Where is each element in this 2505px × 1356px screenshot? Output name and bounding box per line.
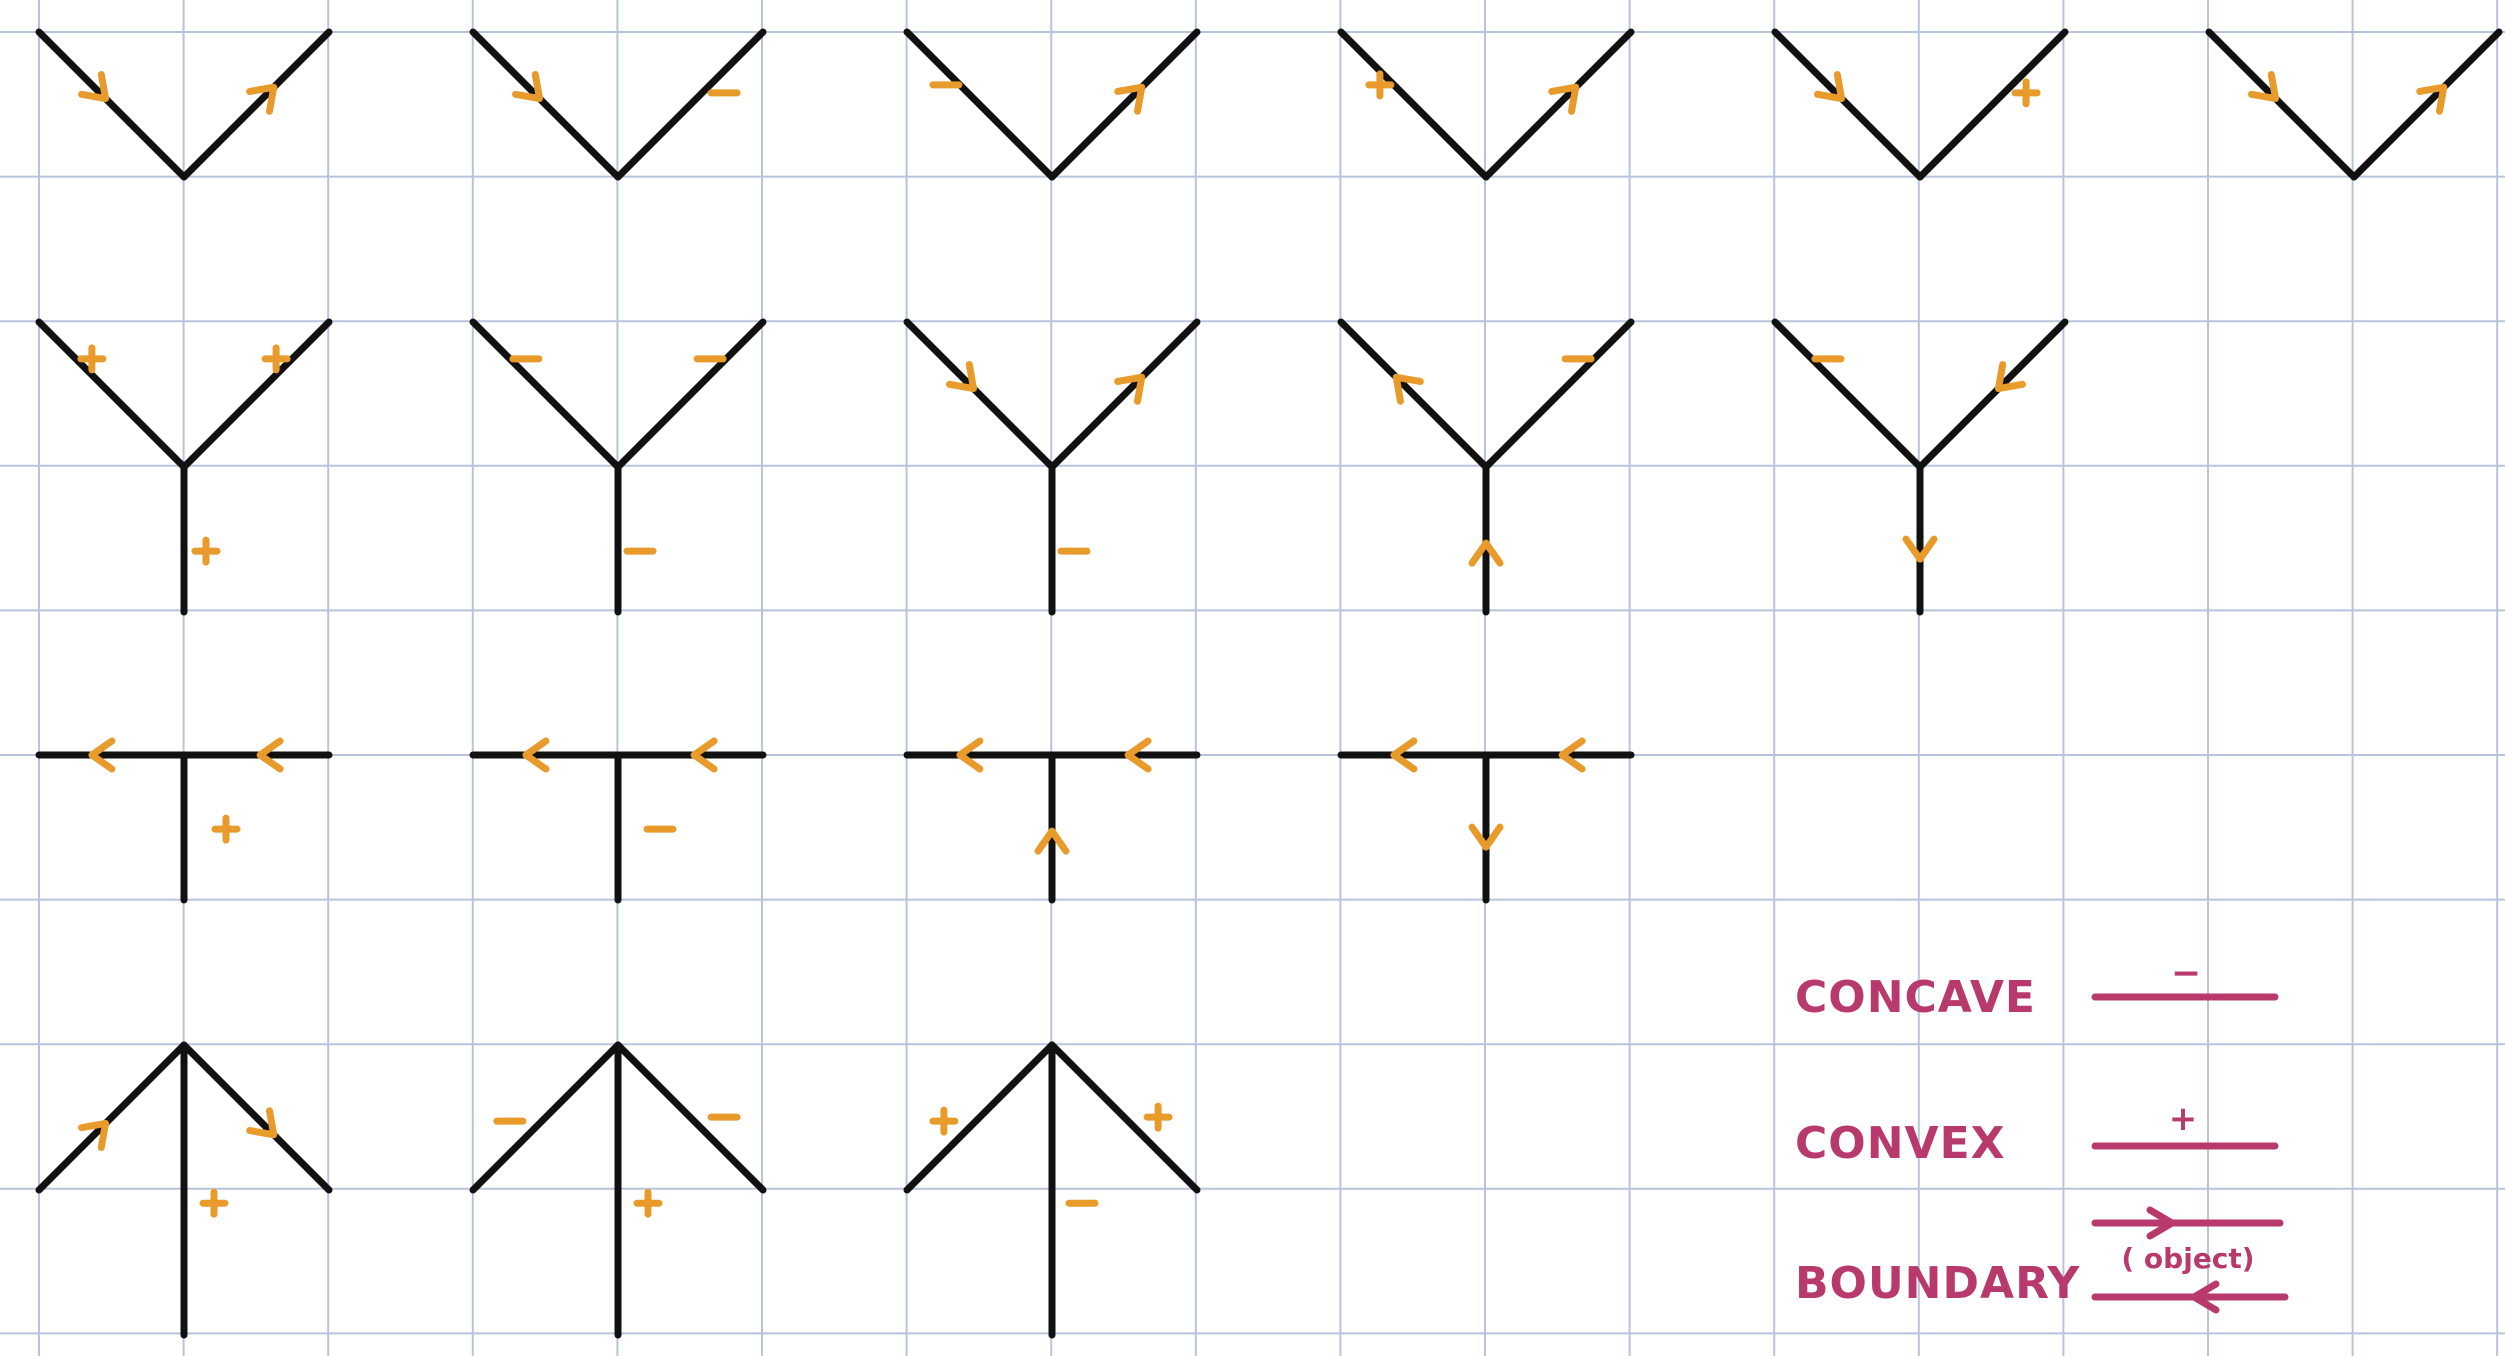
arrow-label-icon (956, 737, 984, 773)
junction-edge (614, 28, 767, 181)
junction-edge (180, 1041, 333, 1194)
t-junction (903, 737, 1201, 904)
arrow-label-icon (2248, 71, 2280, 103)
arrow-label-icon (1994, 361, 2026, 393)
junction-edge (1771, 28, 1924, 181)
junction-edge (180, 28, 333, 181)
junction-edge (2350, 28, 2503, 181)
arrow-label-icon (78, 1119, 110, 1151)
plus-label (77, 344, 107, 374)
plus-label (929, 1106, 959, 1136)
legend-boundary-arrow-left-icon (2190, 1280, 2220, 1314)
junction-edge (1916, 318, 2069, 471)
arrow-label-icon (1114, 373, 1146, 405)
arrow-label-icon (246, 1107, 278, 1139)
arrow-label-icon (1548, 83, 1580, 115)
arrow-label-icon (1902, 535, 1938, 563)
plus-label (2011, 78, 2041, 108)
junction-edge (35, 28, 188, 181)
junction-edge (469, 28, 622, 181)
arrow-label-icon (1114, 83, 1146, 115)
arrow-label-icon (78, 71, 110, 103)
plus-label (1365, 70, 1395, 100)
legend-boundary-arrow-right-icon (2146, 1206, 2176, 1240)
legend-concave-mark: − (2171, 953, 2201, 994)
junction-edge (1337, 318, 1490, 471)
t-junction (469, 737, 767, 904)
arrow-label-icon (246, 83, 278, 115)
junction-edge (469, 1041, 622, 1194)
legend-convex-label: CONVEX (1795, 1118, 2006, 1169)
fork-junction (35, 318, 333, 616)
junction-edge (614, 1041, 767, 1194)
plus-label (199, 1188, 229, 1218)
junction-edge (903, 1041, 1056, 1194)
junction-edge (903, 318, 1056, 471)
arrow-label-icon (1558, 737, 1586, 773)
junction-edge (1771, 318, 1924, 471)
junction-edge (1482, 28, 1635, 181)
arrow-label-icon (256, 737, 284, 773)
l-junction (2205, 28, 2503, 181)
arrow-label-icon (1392, 373, 1424, 405)
arrow-label-icon (1468, 823, 1504, 851)
l-junction (35, 28, 333, 181)
junction-edge (1916, 28, 2069, 181)
arrow-label-icon (690, 737, 718, 773)
fork-junction (1337, 318, 1635, 616)
junction-edge (35, 1041, 188, 1194)
arrow-label-icon (1390, 737, 1418, 773)
junction-edge (1048, 28, 1201, 181)
arrow-junction (469, 1041, 767, 1339)
arrow-label-icon (512, 71, 544, 103)
arrow-label-icon (1468, 539, 1504, 567)
junction-edge (1048, 1041, 1201, 1194)
junction-edge (1048, 318, 1201, 471)
junction-figures (35, 28, 2503, 1339)
legend: CONCAVE − CONVEX + BOUNDARY ( object) (1795, 953, 2289, 1314)
plus-label (211, 814, 241, 844)
junction-edge (469, 318, 622, 471)
legend-boundary-label: BOUNDARY (1795, 1258, 2081, 1309)
arrow-label-icon (1814, 71, 1846, 103)
junction-edge (180, 318, 333, 471)
junction-edge (1482, 318, 1635, 471)
arrow-label-icon (946, 361, 978, 393)
t-junction (1337, 737, 1635, 904)
plus-label (633, 1188, 663, 1218)
plus-label (1143, 1102, 1173, 1132)
plus-label (261, 344, 291, 374)
legend-concave-label: CONCAVE (1795, 972, 2036, 1023)
t-junction (35, 737, 333, 904)
arrow-junction (903, 1041, 1201, 1339)
l-junction (1771, 28, 2069, 181)
l-junction (1337, 28, 1635, 181)
junction-edge (614, 318, 767, 471)
junction-edge (2205, 28, 2358, 181)
fork-junction (469, 318, 767, 616)
junction-edge (35, 318, 188, 471)
arrow-junction (35, 1041, 333, 1339)
fork-junction (1771, 318, 2069, 616)
arrow-label-icon (1124, 737, 1152, 773)
junction-edge (903, 28, 1056, 181)
plus-label (191, 536, 221, 566)
arrow-label-icon (1034, 827, 1070, 855)
legend-boundary-note: ( object) (2121, 1242, 2254, 1275)
l-junction (469, 28, 767, 181)
l-junction (903, 28, 1201, 181)
junction-edge (1337, 28, 1490, 181)
legend-convex-mark: + (2169, 1099, 2198, 1139)
arrow-label-icon (88, 737, 116, 773)
fork-junction (903, 318, 1201, 616)
arrow-label-icon (522, 737, 550, 773)
arrow-label-icon (2416, 83, 2448, 115)
